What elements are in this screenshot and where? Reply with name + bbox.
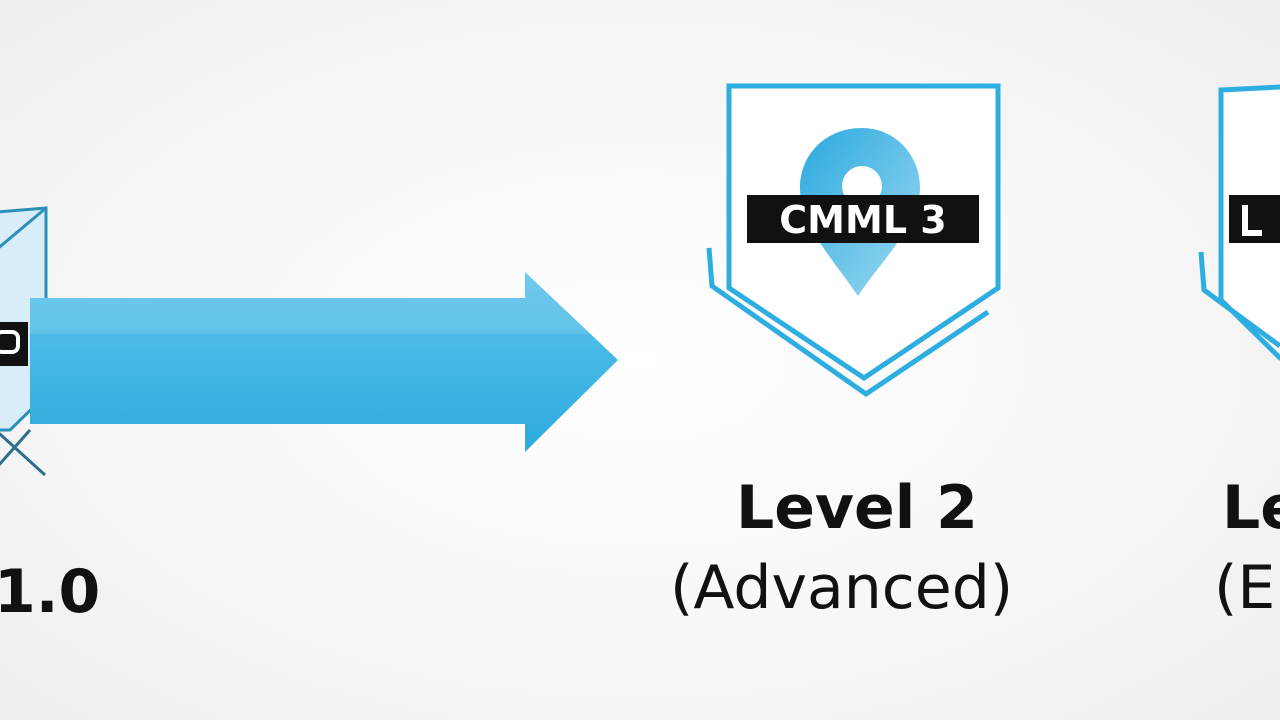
badge-label-bg: [747, 195, 979, 243]
level-2-title: Level 2: [736, 473, 978, 543]
right-arrow-icon: [30, 272, 618, 452]
level-2-subtitle: (Advanced): [670, 553, 1014, 623]
level-1-title: 1.0: [0, 557, 101, 627]
badge-label-level-2: CMML 3: [779, 198, 946, 242]
shield-icon-level-3: [1198, 84, 1280, 361]
level-3-title: Le: [1222, 473, 1280, 543]
badge-label-level-1: [0, 322, 28, 366]
level-3-subtitle: (E: [1214, 553, 1276, 623]
shield-icon-level-2: CMML 3: [706, 83, 1001, 398]
